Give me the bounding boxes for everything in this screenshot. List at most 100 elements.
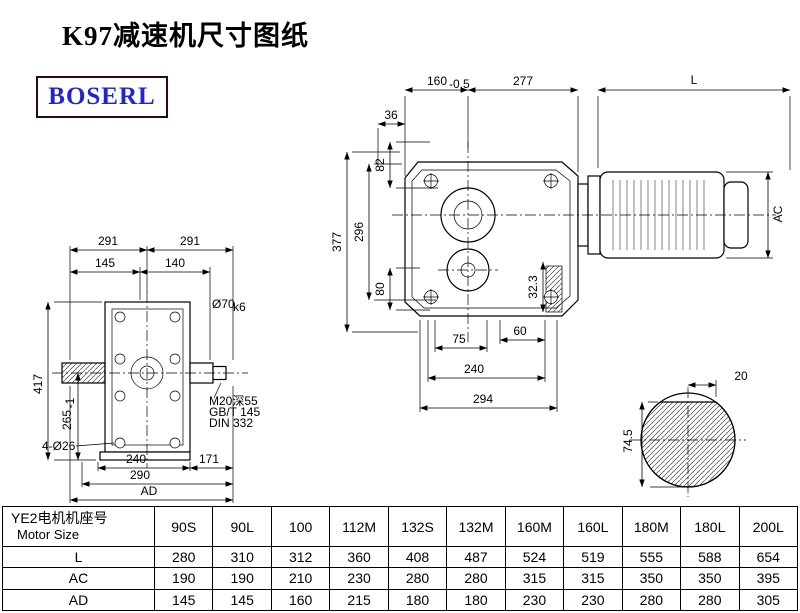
- shaft-diameter-label: Ø70: [212, 297, 235, 311]
- dim-265-label: 265: [60, 410, 74, 430]
- table-cell: 350: [621, 567, 682, 590]
- shaft-tolerance-label: k6: [233, 300, 246, 314]
- table-cell: 280: [387, 567, 448, 590]
- table-cell: 230: [504, 588, 565, 612]
- column-header: 90L: [212, 506, 272, 547]
- table-cell: 519: [563, 545, 623, 569]
- main-centerlines: [392, 142, 776, 342]
- row-label: AC: [2, 567, 155, 590]
- column-header: 180M: [621, 506, 682, 547]
- boserl-logo: BOSERL: [36, 76, 168, 118]
- table-cell: 210: [270, 567, 331, 590]
- dim-240-label: 240: [464, 362, 484, 376]
- main-view: 160 -0.5 277 L 36 82 377 296 80 32.3 75 …: [330, 73, 791, 412]
- table-cell: 315: [563, 567, 623, 590]
- dim-377-label: 377: [330, 232, 344, 252]
- table-cell: 145: [212, 588, 272, 612]
- bolt-hole-crosses: [423, 173, 559, 305]
- bolt-holes-note-label: 4-Ø26: [42, 439, 76, 453]
- dim-140-label: 140: [165, 256, 185, 270]
- table-cell: 280: [153, 545, 214, 569]
- thread-note-line2: GB/T 145: [209, 405, 260, 419]
- thread-note-line1: M20深55: [209, 394, 258, 408]
- left-centerlines: [52, 292, 248, 468]
- table-cell: 280: [446, 567, 506, 590]
- section-centerlines: [630, 387, 746, 497]
- dim-80-label: 80: [373, 282, 387, 296]
- table-cell: 190: [212, 567, 272, 590]
- bolt-hole: [169, 390, 181, 402]
- bolt-hole: [169, 311, 181, 323]
- table-cell: 160: [270, 588, 331, 612]
- bolt-hole: [114, 437, 126, 449]
- gearbox-body-inner-line: [411, 169, 571, 309]
- table-header-row: YE2电机机座号 Motor Size 90S 90L 100 112M 132…: [2, 506, 799, 547]
- motor-size-table: YE2电机机座号 Motor Size 90S 90L 100 112M 132…: [2, 506, 799, 612]
- dim-AC-label: AC: [771, 205, 785, 222]
- shaft-section-view: 20 74.5: [621, 369, 748, 497]
- table-cell: 588: [680, 545, 740, 569]
- row-label: AD: [2, 588, 155, 612]
- column-header: 132S: [387, 506, 448, 547]
- column-header: 160L: [563, 506, 623, 547]
- table-row-AD: AD 145 145 160 215 180 180 230 230 280 2…: [2, 588, 799, 612]
- row-label: L: [2, 545, 155, 569]
- dim-265-tolerance-label: -1: [63, 397, 77, 408]
- bolt-hole: [169, 353, 181, 365]
- table-cell: 215: [329, 588, 389, 612]
- table-cell: 312: [270, 545, 331, 569]
- table-cell: 280: [680, 588, 740, 612]
- table-row-AC: AC 190 190 210 230 280 280 315 315 350 3…: [2, 567, 799, 590]
- column-header: 90S: [153, 506, 214, 547]
- dim-290-label: 290: [130, 468, 150, 482]
- table-cell: 190: [153, 567, 214, 590]
- dim-20-label: 20: [734, 369, 748, 383]
- table-cell: 280: [621, 588, 682, 612]
- table-cell: 305: [738, 588, 799, 612]
- bolt-hole: [114, 353, 126, 365]
- dim-417-label: 417: [31, 374, 45, 394]
- left-view: 291 291 145 140 Ø70 k6 417 265 -1 M20深55…: [31, 234, 260, 503]
- column-header: 100: [270, 506, 331, 547]
- column-header: 132M: [446, 506, 506, 547]
- table-cell: 310: [212, 545, 272, 569]
- bolt-hole: [114, 390, 126, 402]
- flange-base: [99, 451, 191, 461]
- dim-74-5-label: 74.5: [621, 429, 635, 453]
- table-cell: 230: [563, 588, 623, 612]
- table-cell: 654: [738, 545, 799, 569]
- motor-size-header: YE2电机机座号 Motor Size: [2, 506, 155, 547]
- bolt-hole: [114, 311, 126, 323]
- dim-145-label: 145: [95, 256, 115, 270]
- dim-277-label: 277: [513, 74, 533, 88]
- dim-82-label: 82: [373, 158, 387, 172]
- table-cell: 524: [504, 545, 565, 569]
- page-title: K97减速机尺寸图纸: [62, 21, 310, 51]
- section-hatch-strip: [545, 265, 563, 313]
- dim-160-tolerance-label: -0.5: [449, 77, 470, 91]
- dim-291a-label: 291: [98, 234, 118, 248]
- thread-note-line3: DIN 332: [209, 416, 253, 430]
- dim-291b-label: 291: [180, 234, 200, 248]
- column-header: 112M: [329, 506, 389, 547]
- bolt-hole: [169, 437, 181, 449]
- motor-size-label-en: Motor Size: [17, 527, 80, 543]
- table-cell: 408: [387, 545, 448, 569]
- boserl-logo-text: BOSERL: [48, 83, 156, 110]
- table-cell: 487: [446, 545, 506, 569]
- flange-body: [104, 301, 191, 453]
- table-row-L: L 280 310 312 360 408 487 524 519 555 58…: [2, 545, 799, 569]
- dim-171-label: 171: [199, 452, 219, 466]
- dim-AD-label: AD: [141, 484, 158, 498]
- table-cell: 315: [504, 567, 565, 590]
- column-header: 160M: [504, 506, 565, 547]
- dim-75-label: 75: [452, 332, 466, 346]
- dim-60-label: 60: [513, 324, 527, 338]
- table-cell: 145: [153, 588, 214, 612]
- table-cell: 230: [329, 567, 389, 590]
- table-cell: 395: [738, 567, 799, 590]
- column-header: 180L: [680, 506, 740, 547]
- table-cell: 180: [446, 588, 506, 612]
- column-header: 200L: [738, 506, 799, 547]
